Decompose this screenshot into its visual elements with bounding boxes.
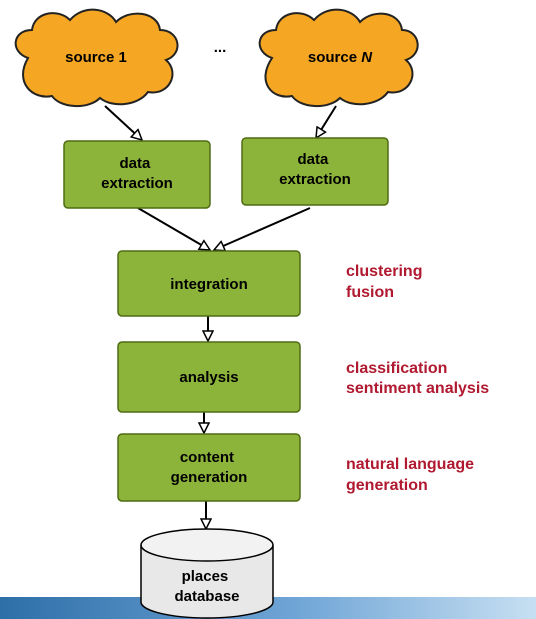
- places-database: places database: [140, 528, 274, 619]
- analysis-box: [117, 341, 301, 413]
- cloud-source-n: [258, 8, 419, 107]
- integration-box: [117, 250, 301, 317]
- connectors: [104, 105, 337, 529]
- data-extraction-label-left: data extraction: [101, 155, 173, 192]
- data-extraction-label-right: data extraction: [279, 151, 351, 188]
- arrow-extraction-left-to-integration: [137, 207, 210, 251]
- integration-label: integration: [170, 276, 248, 293]
- content-generation-label: content generation: [171, 449, 248, 486]
- database-label: places database: [174, 568, 239, 605]
- annotation-integration: clustering fusion: [346, 263, 427, 301]
- annotation-analysis: classification sentiment analysis: [346, 360, 489, 397]
- content-generation-box: [117, 433, 301, 502]
- arrow-source1-to-extraction: [104, 105, 142, 140]
- sources-ellipsis: ...: [214, 39, 227, 56]
- arrow-extraction-right-to-integration: [214, 207, 311, 250]
- analysis-label: analysis: [179, 369, 238, 386]
- source-n-label: source N: [308, 49, 373, 66]
- data-extraction-box-right: [241, 137, 389, 206]
- data-extraction-box-left: [63, 140, 211, 209]
- arrow-sourceN-to-extraction: [316, 105, 337, 138]
- source-1-label: source 1: [65, 49, 127, 66]
- cloud-source-1: [14, 8, 179, 107]
- annotation-content-generation: natural language generation: [346, 456, 478, 494]
